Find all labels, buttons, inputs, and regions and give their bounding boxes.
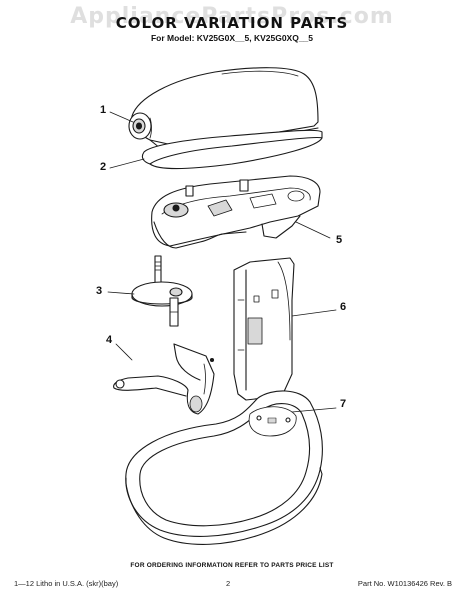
- watermark-text: AppliancePartsPros.com: [70, 4, 394, 29]
- footer-litho: 1—12 Litho in U.S.A. (skr)(bay): [14, 579, 119, 588]
- page-title: COLOR VARIATION PARTS: [115, 14, 349, 32]
- part-planetary-disc: [131, 255, 193, 327]
- footer-part-number: Part No. W10136426 Rev. B: [357, 579, 452, 588]
- part-motor-housing: [151, 175, 321, 249]
- part-head-housing: [128, 67, 319, 151]
- ordering-note: FOR ORDERING INFORMATION REFER TO PARTS …: [130, 562, 334, 569]
- part-bowl-arm: [113, 343, 215, 415]
- callout-2: 2: [100, 161, 107, 173]
- leader-lines: [107, 111, 337, 413]
- part-column-cover: [233, 257, 295, 401]
- part-base-plate: [125, 390, 323, 545]
- callout-5: 5: [336, 234, 343, 246]
- footer-page-number: 2: [226, 579, 231, 588]
- model-line: For Model: KV25G0X__5, KV25G0XQ__5: [150, 33, 314, 43]
- callout-7: 7: [340, 398, 347, 410]
- part-trim-band: [141, 129, 323, 170]
- callout-6: 6: [340, 301, 347, 313]
- callout-3: 3: [96, 285, 103, 297]
- callout-1: 1: [100, 104, 107, 116]
- callout-4: 4: [106, 334, 113, 346]
